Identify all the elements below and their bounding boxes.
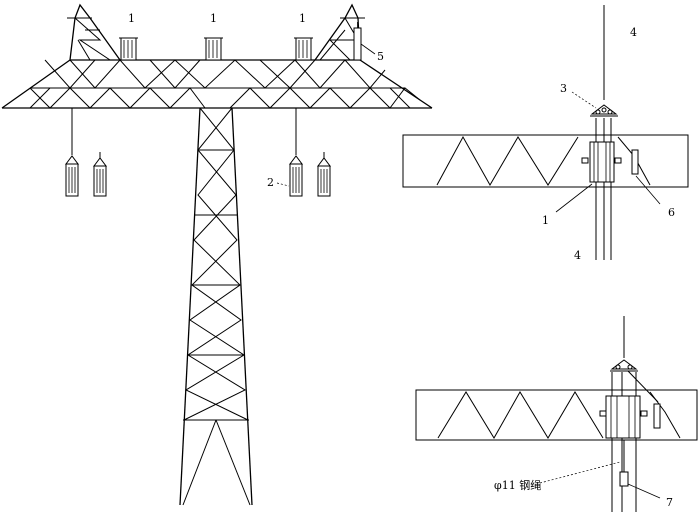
label-1-right: 1 [299, 12, 306, 25]
insulator-string-right [289, 108, 303, 197]
label-rope: φ11 钢绳 [494, 478, 541, 492]
clamp-1 [581, 141, 622, 183]
earthwire-peak-left [67, 3, 121, 61]
insulator-string-left [65, 108, 79, 197]
label-3: 3 [560, 82, 567, 95]
tower-body [179, 107, 253, 506]
label-2: 2 [267, 176, 274, 189]
detail-view-upper: 4 3 1 6 4 [402, 5, 689, 262]
label-6: 6 [668, 206, 675, 219]
label-4-bottom: 4 [574, 249, 581, 262]
label-4-top: 4 [630, 26, 637, 39]
pulley-head-3 [590, 104, 618, 117]
label-1-detail: 1 [542, 214, 549, 227]
label-5: 5 [377, 50, 384, 63]
component-6 [631, 149, 639, 175]
label-1-center: 1 [210, 12, 217, 25]
clamp-lower [599, 395, 648, 439]
top-insulator-left [119, 37, 138, 61]
label-1-left: 1 [128, 12, 135, 25]
insulator-string-right-2 [317, 152, 331, 197]
top-insulator-right [294, 37, 313, 61]
crossarm [1, 59, 433, 109]
component-7 [619, 471, 629, 487]
pulley-head-lower [610, 359, 638, 372]
component-6-lower [653, 403, 661, 429]
transmission-tower: 1 1 1 5 2 [1, 3, 433, 506]
label-7: 7 [666, 496, 673, 509]
component-5 [353, 22, 376, 61]
top-insulator-center [204, 37, 223, 61]
detail-view-lower: φ11 钢绳 7 [415, 316, 698, 512]
insulator-string-left-2 [93, 152, 107, 197]
